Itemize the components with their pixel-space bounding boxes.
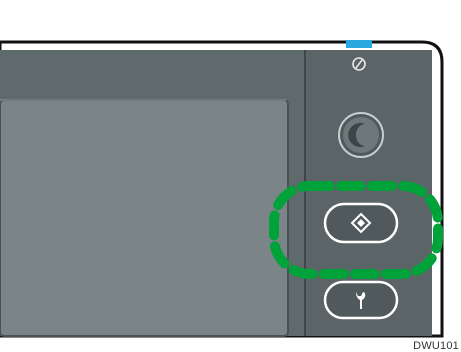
main-power-indicator xyxy=(346,40,372,48)
figure-code: DWU101 xyxy=(413,340,459,352)
energy-saver-button[interactable] xyxy=(338,112,384,158)
wrench-icon xyxy=(356,292,366,309)
crescent-moon-icon xyxy=(348,123,365,147)
home-button[interactable] xyxy=(323,202,399,244)
power-status-icon xyxy=(352,57,366,71)
home-button-highlight xyxy=(269,181,443,279)
user-tools-button[interactable] xyxy=(323,280,399,320)
diamond-home-icon xyxy=(350,212,372,234)
touch-screen[interactable] xyxy=(0,99,289,337)
